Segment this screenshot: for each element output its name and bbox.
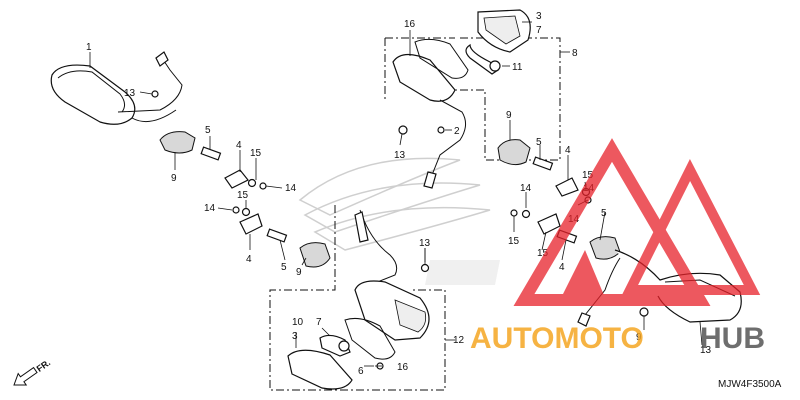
front-arrow-label: FR. xyxy=(35,357,53,374)
watermark-logo xyxy=(513,138,761,306)
callout-16: 6 xyxy=(358,366,364,377)
callout-9: 9 xyxy=(296,267,302,278)
callout-4: 4 xyxy=(246,254,252,265)
callout-11: 11 xyxy=(512,62,523,73)
callout-1: 1 xyxy=(86,42,92,53)
callout-8: 8 xyxy=(572,48,578,59)
callout-3: 10 xyxy=(292,317,304,328)
callout-14: 15 xyxy=(508,236,520,247)
callout-5: 5 xyxy=(536,137,542,148)
callout-labels: 1 13 5 9 4 15 14 14 15 4 5 9 13 16 3 7 8… xyxy=(86,11,712,377)
watermark-text-automoto: AUTOMOTO xyxy=(470,322,644,355)
callout-9: 9 xyxy=(506,110,512,121)
watermark-text-hub: HUB xyxy=(700,322,765,355)
callout-12: 7 xyxy=(316,317,322,328)
callout-6: 12 xyxy=(453,335,465,346)
front-direction-arrow: FR. xyxy=(13,357,53,386)
watermark-triangle-small xyxy=(621,158,761,295)
callout-4: 4 xyxy=(236,140,242,151)
callout-5: 5 xyxy=(281,262,287,273)
watermark-triangle-inner xyxy=(560,250,606,300)
upper-lens-group xyxy=(384,9,570,189)
callout-9: 9 xyxy=(171,173,177,184)
background-wing-emblem xyxy=(298,157,500,285)
callout-2: 2 xyxy=(454,126,460,137)
callout-13: 9 xyxy=(636,332,642,343)
callout-2: 16 xyxy=(397,362,409,373)
callout-15: 15 xyxy=(250,148,262,159)
callout-5: 5 xyxy=(205,125,211,136)
callout-13: 13 xyxy=(419,238,431,249)
callout-14: 15 xyxy=(582,170,594,181)
callout-4: 15 xyxy=(537,248,549,259)
callout-15: 14 xyxy=(520,183,532,194)
callout-13: 13 xyxy=(394,150,406,161)
callout-16: 16 xyxy=(404,19,416,30)
callout-7: 3 xyxy=(292,331,298,342)
watermark-triangle-large xyxy=(513,138,711,306)
watermark-word: AUTOMOTO HUB xyxy=(470,322,765,355)
lower-lens-group xyxy=(269,205,455,391)
left-rear-winker-assembly xyxy=(50,51,331,268)
callout-15: 15 xyxy=(237,190,249,201)
callout-7: 7 xyxy=(536,25,542,36)
callout-10: 13 xyxy=(700,345,712,356)
callout-13: 13 xyxy=(124,88,136,99)
callout-4: 4 xyxy=(565,145,571,156)
callout-14: 14 xyxy=(285,183,297,194)
callout-14: 14 xyxy=(204,203,216,214)
callout-5: 4 xyxy=(559,262,565,273)
callout-3: 3 xyxy=(536,11,542,22)
diagram-code: MJW4F3500A xyxy=(718,379,782,390)
callout-9: 5 xyxy=(601,208,607,219)
